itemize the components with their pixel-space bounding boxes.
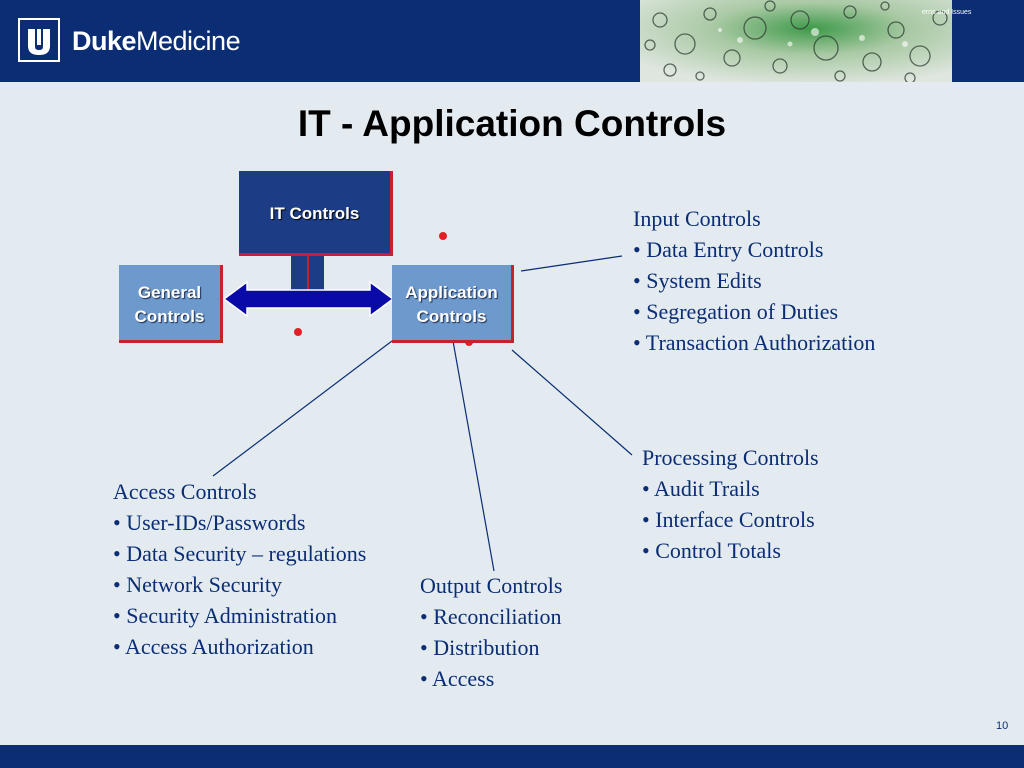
input-controls-item: • Transaction Authorization <box>633 330 876 355</box>
line-to-processing <box>511 349 633 456</box>
header-bar: DukeMedicine <box>0 0 1024 82</box>
output-controls-item: • Distribution <box>420 635 540 660</box>
access-controls-item: • Access Authorization <box>113 634 314 659</box>
duke-medicine-logo: DukeMedicine <box>72 26 241 56</box>
input-controls-block: Input Controls • Data Entry Controls • S… <box>633 203 875 358</box>
footer-bar <box>0 745 1024 768</box>
slide-title: IT - Application Controls <box>297 103 727 144</box>
processing-controls-item: • Interface Controls <box>642 507 815 532</box>
access-controls-item: • Network Security <box>113 572 282 597</box>
processing-controls-item: • Control Totals <box>642 538 781 563</box>
general-controls-label-2: Controls <box>134 307 205 326</box>
processing-controls-heading: Processing Controls <box>642 445 819 470</box>
line-to-access <box>212 340 393 477</box>
access-controls-item: • Security Administration <box>113 603 338 628</box>
access-controls-heading: Access Controls <box>113 479 257 504</box>
output-controls-item: • Reconciliation <box>420 604 562 629</box>
it-controls-label: IT Controls <box>269 204 360 223</box>
input-controls-item: • Segregation of Duties <box>633 299 839 324</box>
duke-shield-icon <box>18 18 60 62</box>
general-controls-label-1: General <box>137 283 202 302</box>
header-photo <box>640 0 952 82</box>
line-to-input <box>520 255 623 272</box>
line-to-output <box>452 340 495 572</box>
input-controls-item: • System Edits <box>633 268 762 293</box>
red-dot <box>294 328 302 336</box>
access-controls-item: • User-IDs/Passwords <box>113 510 306 535</box>
page-number: 10 <box>996 720 1009 732</box>
input-controls-item: • Data Entry Controls <box>633 237 824 262</box>
output-controls-heading: Output Controls <box>420 573 563 598</box>
it-controls-box: IT Controls <box>239 171 393 256</box>
application-controls-box: Application Controls <box>392 265 514 343</box>
red-dot <box>439 232 447 240</box>
output-controls-block: Output Controls • Reconciliation • Distr… <box>420 570 562 694</box>
application-controls-label-2: Controls <box>416 307 487 326</box>
processing-controls-block: Processing Controls • Audit Trails • Int… <box>642 442 819 566</box>
access-controls-block: Access Controls • User-IDs/Passwords • D… <box>113 476 366 662</box>
application-controls-label-1: Application <box>405 283 498 302</box>
header-corner-text: erns and Issues <box>922 9 972 16</box>
general-controls-box: General Controls <box>119 265 223 343</box>
processing-controls-item: • Audit Trails <box>642 476 760 501</box>
output-controls-item: • Access <box>420 666 495 691</box>
input-controls-heading: Input Controls <box>633 206 761 231</box>
access-controls-item: • Data Security – regulations <box>113 541 367 566</box>
